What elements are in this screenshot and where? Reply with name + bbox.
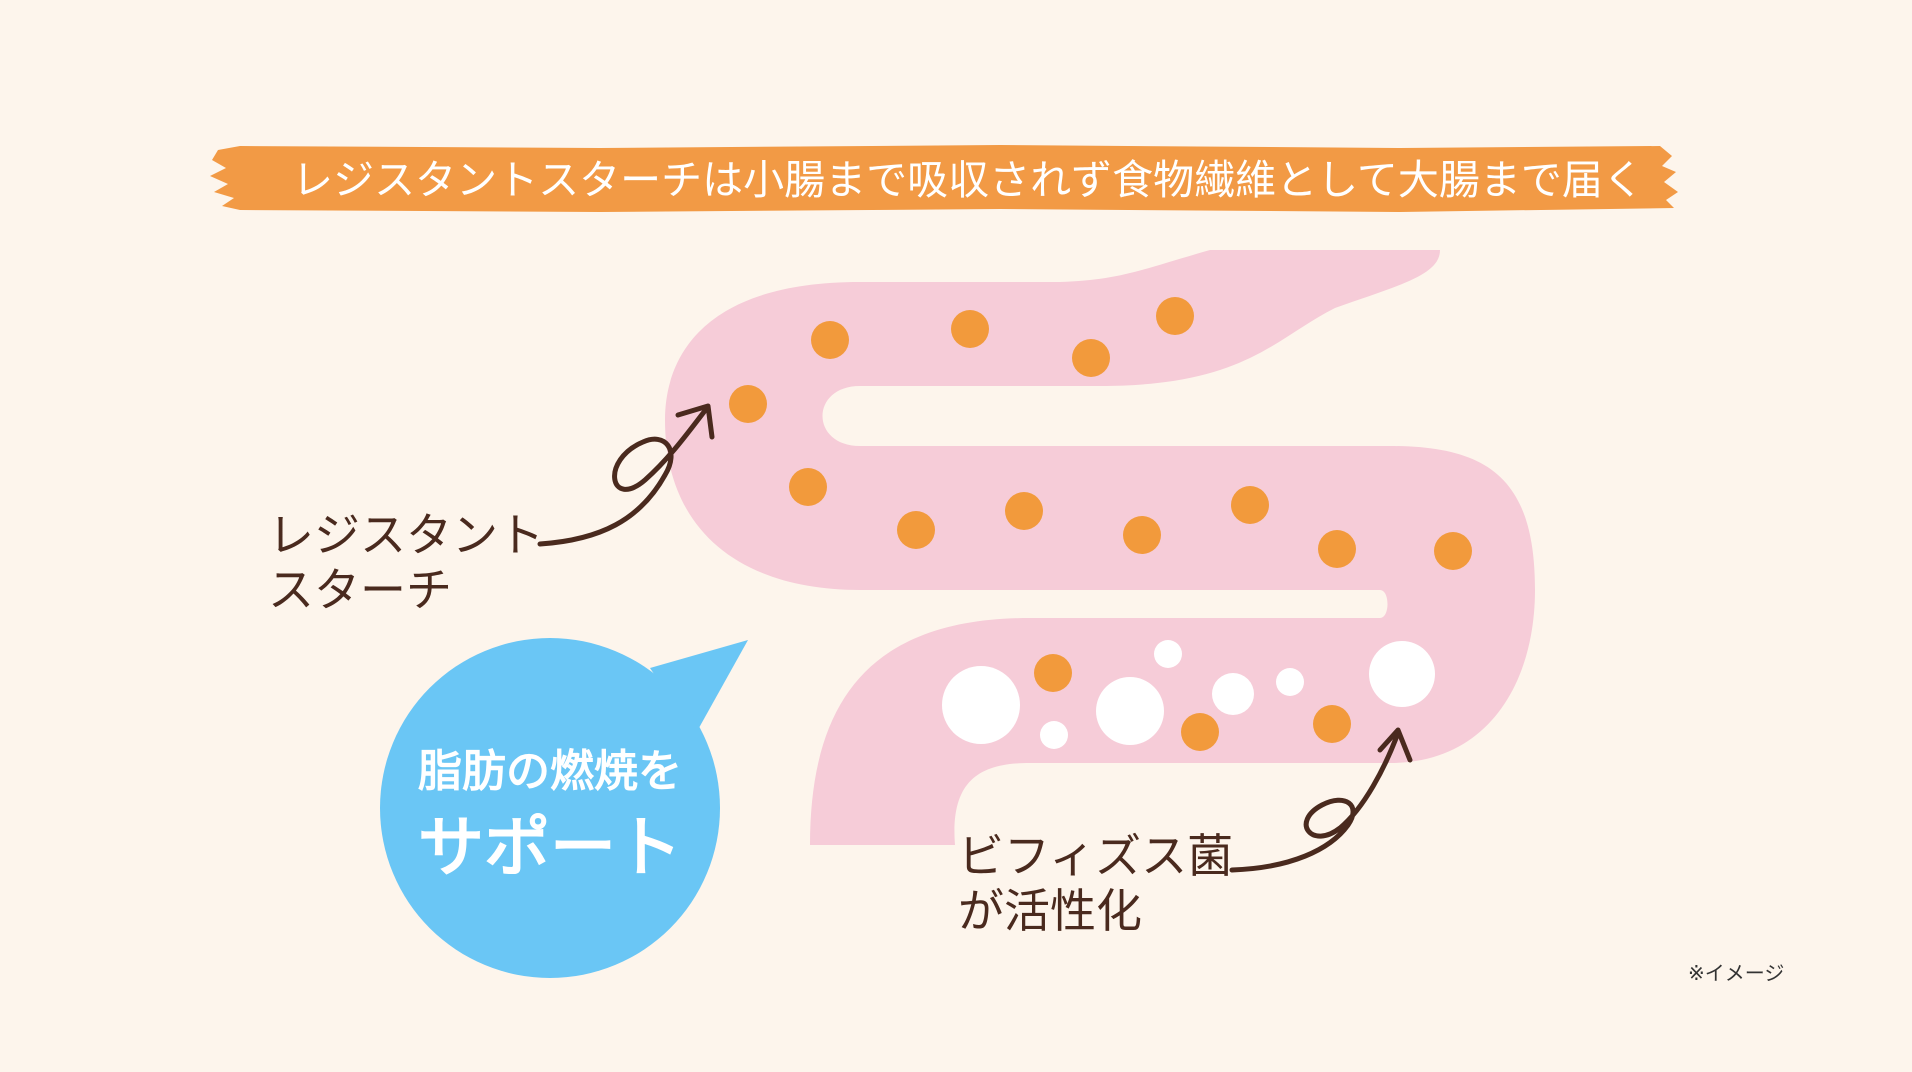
bifido-bacteria-dot [1369,641,1435,707]
resistant-starch-dot [1072,339,1110,377]
intestine-tube [665,250,1535,845]
resistant-arrow [537,405,710,547]
resistant-label-line2: スターチ [268,563,452,617]
resistant-starch-dot [1231,486,1269,524]
bifido-arrow [1229,730,1401,873]
resistant-starch-dot [1156,297,1194,335]
bifido-label-line2: が活性化 [958,884,1142,938]
bifido-bacteria-dot [1212,673,1254,715]
bifido-arrowhead [1377,727,1413,763]
bifido-bacteria-dot [1096,677,1164,745]
resistant-arrowhead [675,403,715,440]
resistant-starch-dot [1313,705,1351,743]
resistant-starch-dot [729,385,767,423]
resistant-starch-dot [1318,530,1356,568]
resistant-starch-dot [1005,492,1043,530]
bifido-bacteria-dot [942,666,1020,744]
speech-bubble-body [380,638,720,978]
banner-text: レジスタントスターチは小腸まで吸収されず食物繊維として大腸まで届く [292,156,1644,204]
resistant-starch-dot [1181,713,1219,751]
resistant-starch-dot [789,468,827,506]
bifido-bacteria-dot [1276,668,1304,696]
bubble-line2: サポート [418,809,682,886]
resistant-starch-dot [1123,516,1161,554]
resistant-label-line1: レジスタント [268,508,544,562]
image-note: ※イメージ [1688,961,1784,985]
bifido-bacteria-dot [1154,640,1182,668]
speech-bubble [650,640,748,735]
resistant-starch-dot [1034,654,1072,692]
dots-layer [729,297,1472,751]
bifido-bacteria-dot [1040,721,1068,749]
resistant-starch-dot [811,321,849,359]
resistant-starch-dot [897,511,935,549]
resistant-starch-dot [951,310,989,348]
banner-brush [210,145,1678,212]
bifido-label-line1: ビフィズス菌 [958,829,1233,883]
bubble-line1: 脂肪の燃焼を [418,746,682,797]
resistant-starch-dot [1434,532,1472,570]
